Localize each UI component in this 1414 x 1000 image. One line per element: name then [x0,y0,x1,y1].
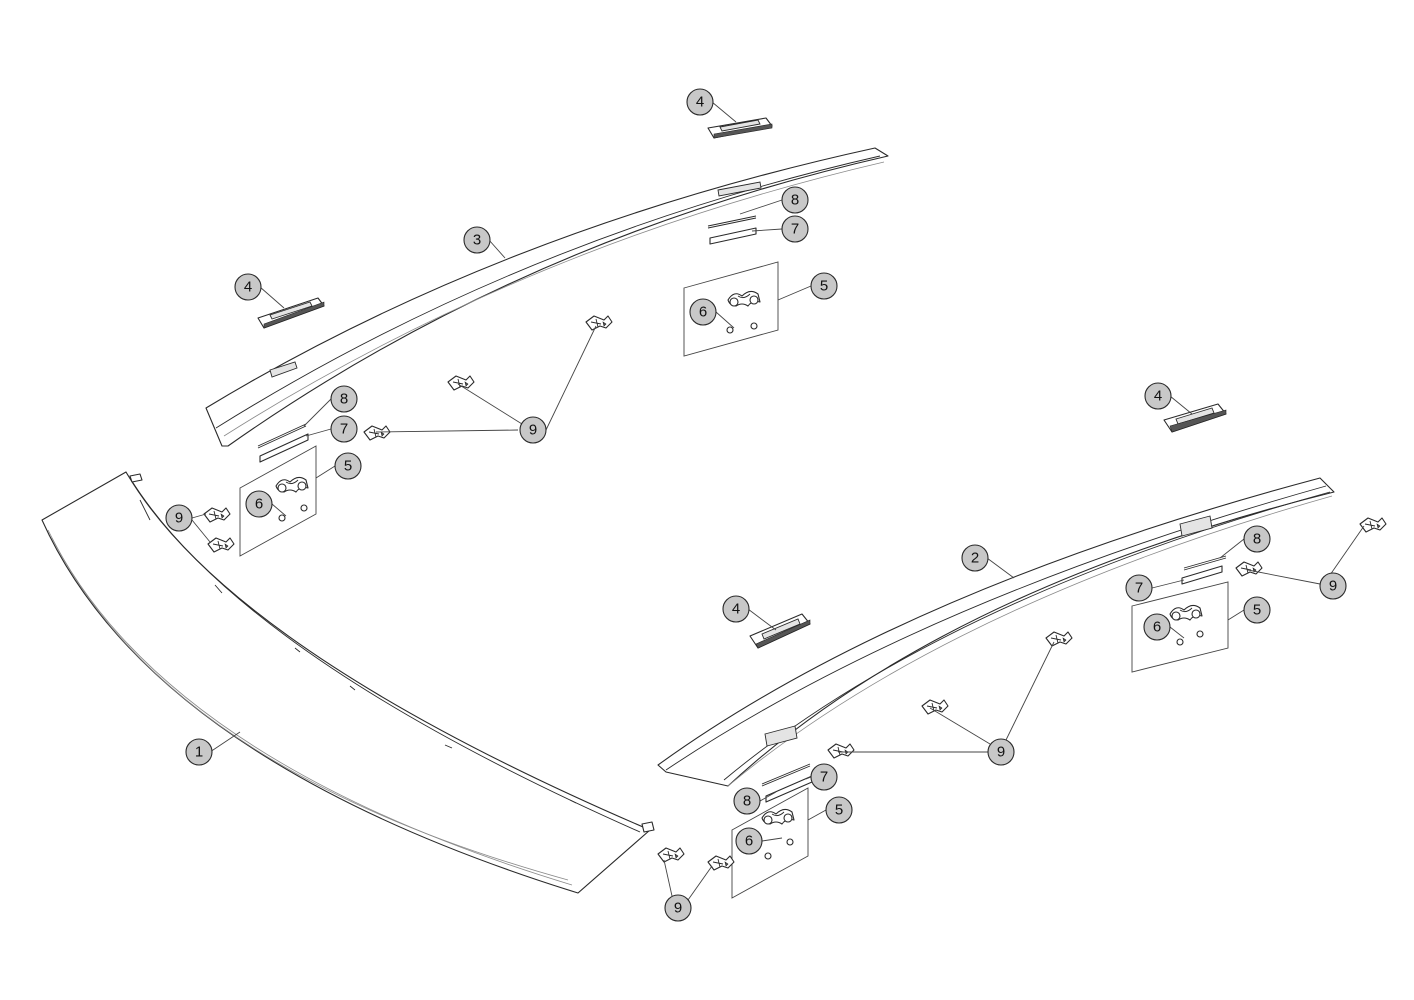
callout-8-right-label: 8 [1253,531,1261,548]
part-4-handle-left [257,297,325,329]
callout-8-left-label: 8 [340,391,348,408]
callout-5-right-label: 5 [1253,602,1261,619]
part-5-bracket-set-bottom [731,787,809,899]
callout-7-top: 7 [781,215,809,243]
part-8-strip-left [257,423,307,449]
callout-5-right: 5 [1243,596,1271,624]
callout-4-middle: 4 [722,595,750,623]
part-4-handle-top [707,117,773,139]
callout-9-middle: 9 [987,738,1015,766]
part-7-strip-right [1181,565,1223,585]
callout-7-right: 7 [1125,574,1153,602]
part-5-bracket-set-left [239,445,317,557]
callout-8-right: 8 [1243,525,1271,553]
callout-6-left: 6 [245,490,273,518]
callout-7-bottom: 7 [810,763,838,791]
callout-5-left-label: 5 [344,458,352,475]
callout-9-right: 9 [1319,572,1347,600]
callout-9-right-label: 9 [1329,578,1337,595]
callout-4-right-label: 4 [1154,388,1162,405]
part-7-strip-top [709,227,757,245]
callout-6-right-label: 6 [1153,619,1161,636]
part-5-bracket-set-top [683,261,779,357]
callout-6-left-label: 6 [255,496,263,513]
callout-8-bottom: 8 [733,787,761,815]
callout-1-label: 1 [195,744,203,761]
callout-7-top-label: 7 [791,221,799,238]
callout-8-top: 8 [781,186,809,214]
callout-3: 3 [463,226,491,254]
part-4-handle-middle [749,613,811,649]
callout-2: 2 [961,544,989,572]
callout-9-middle-label: 9 [997,744,1005,761]
part-5-bracket-set-right [1131,581,1229,673]
callout-8-bottom-label: 8 [743,793,751,810]
callout-6-right: 6 [1143,613,1171,641]
callout-4-top: 4 [686,88,714,116]
part-7-strip-left [259,433,309,463]
leader-lines [191,101,1365,901]
callout-9-bottom: 9 [664,894,692,922]
part-7-8-strips-bottom [761,763,813,803]
callout-7-left: 7 [330,415,358,443]
callout-5-top: 5 [810,272,838,300]
callout-3-label: 3 [473,232,481,249]
callout-9-left-label: 9 [175,510,183,527]
callout-7-right-label: 7 [1135,580,1143,597]
callout-6-top: 6 [689,298,717,326]
part-8-strip-top [707,215,757,229]
part-2-rail [657,477,1335,787]
callout-6-bottom-label: 6 [745,833,753,850]
part-4-handle-right-top [1163,403,1227,433]
callout-4-right: 4 [1144,382,1172,410]
callout-4-middle-label: 4 [732,601,740,618]
callout-6-bottom: 6 [735,827,763,855]
callout-4-top-label: 4 [696,94,704,111]
part-1-panel [41,471,655,894]
callout-8-left: 8 [330,385,358,413]
callout-4-left: 4 [234,273,262,301]
callout-9-top-label: 9 [529,422,537,439]
callout-5-bottom-label: 5 [835,802,843,819]
callout-2-label: 2 [971,550,979,567]
callout-7-left-label: 7 [340,421,348,438]
callout-9-left: 9 [165,504,193,532]
part-3-rail [205,147,889,447]
callout-9-top: 9 [519,416,547,444]
callout-1: 1 [185,738,213,766]
callout-7-bottom-label: 7 [820,769,828,786]
callout-5-bottom: 5 [825,796,853,824]
part-8-strip-right [1183,555,1227,571]
callout-8-top-label: 8 [791,192,799,209]
callout-5-left: 5 [334,452,362,480]
callout-9-bottom-label: 9 [674,900,682,917]
callout-6-top-label: 6 [699,304,707,321]
callout-5-top-label: 5 [820,278,828,295]
callout-4-left-label: 4 [244,279,252,296]
